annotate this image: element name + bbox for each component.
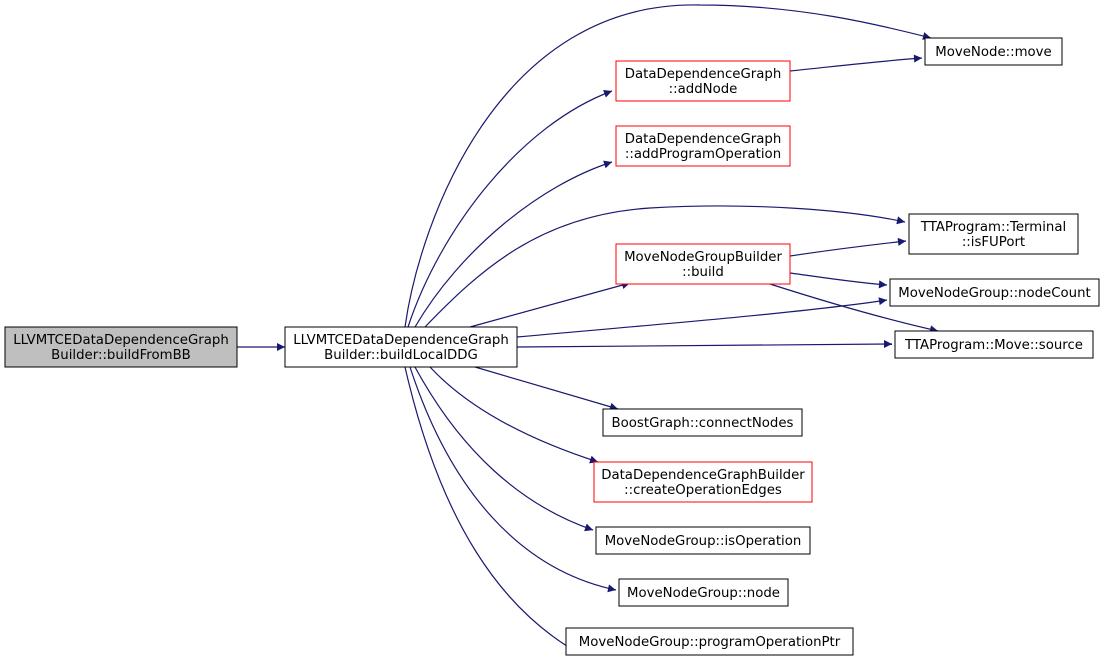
node-fromBB[interactable]: LLVMTCEDataDependenceGraphBuilder::build… — [4, 326, 238, 368]
node-box — [602, 408, 803, 437]
edge-localDDG-isOperation — [414, 366, 594, 532]
node-localDDG[interactable]: LLVMTCEDataDependenceGraphBuilder::build… — [284, 326, 518, 368]
node-addNode[interactable]: DataDependenceGraph::addNode — [615, 60, 791, 102]
node-box — [615, 243, 791, 285]
node-isOperation[interactable]: MoveNodeGroup::isOperation — [595, 526, 811, 555]
node-label: ::addProgramOperation — [625, 147, 781, 162]
edges — [237, 4, 939, 656]
node-label: DataDependenceGraph — [625, 67, 782, 82]
node-source[interactable]: TTAProgram::Move::source — [894, 330, 1094, 359]
node-createOpEdges[interactable]: DataDependenceGraphBuilder::createOperat… — [593, 461, 813, 503]
node-box — [618, 578, 789, 607]
edge-addNode-move — [789, 54, 923, 72]
nodes: LLVMTCEDataDependenceGraphBuilder::build… — [4, 37, 1100, 656]
node-box — [284, 326, 518, 368]
node-box — [565, 627, 854, 656]
edge-localDDG-isFUPort — [424, 205, 906, 328]
node-label: LLVMTCEDataDependenceGraph — [13, 333, 229, 348]
node-mngNode[interactable]: MoveNodeGroup::node — [618, 578, 789, 607]
node-box — [924, 37, 1063, 66]
node-label: BoostGraph::connectNodes — [612, 416, 794, 431]
edge-mngbBuild-nodeCount — [789, 272, 888, 289]
node-label: MoveNodeGroup::node — [627, 586, 780, 601]
node-box — [615, 60, 791, 102]
node-label: Builder::buildFromBB — [51, 348, 191, 363]
node-label: ::createOperationEdges — [624, 483, 782, 498]
edge-localDDG-createOpEdges — [429, 366, 599, 464]
node-box — [595, 526, 811, 555]
node-box — [593, 461, 813, 503]
edge-localDDG-connectNodes — [474, 366, 619, 411]
edge-localDDG-mngbBuild — [469, 281, 631, 328]
edge-localDDG-nodeCount — [516, 297, 888, 338]
node-addProgOp[interactable]: DataDependenceGraph::addProgramOperation — [615, 125, 791, 167]
edge-localDDG-addProgOp — [414, 160, 613, 328]
node-label: MoveNodeGroup::programOperationPtr — [579, 635, 841, 650]
node-label: Builder::buildLocalDDG — [324, 348, 478, 363]
node-progOpPtr[interactable]: MoveNodeGroup::programOperationPtr — [565, 627, 854, 656]
node-move[interactable]: MoveNode::move — [924, 37, 1063, 66]
node-box — [889, 278, 1100, 307]
node-label: TTAProgram::Terminal — [920, 220, 1066, 235]
node-box — [4, 326, 238, 368]
edge-localDDG-move — [404, 4, 932, 328]
node-label: TTAProgram::Move::source — [904, 338, 1083, 353]
node-label: MoveNodeGroup::nodeCount — [898, 286, 1090, 301]
node-mngbBuild[interactable]: MoveNodeGroupBuilder::build — [615, 243, 791, 285]
node-label: MoveNodeGroup::isOperation — [605, 534, 802, 549]
node-label: ::build — [682, 265, 724, 280]
node-label: ::isFUPort — [962, 235, 1025, 250]
node-label: DataDependenceGraph — [625, 132, 782, 147]
edge-mngbBuild-isFUPort — [789, 237, 907, 257]
edge-mngbBuild-source — [769, 283, 939, 334]
node-label: MoveNodeGroupBuilder — [624, 250, 782, 265]
node-connectNodes[interactable]: BoostGraph::connectNodes — [602, 408, 803, 437]
edge-localDDG-progOpPtr — [404, 366, 583, 656]
node-label: DataDependenceGraphBuilder — [601, 468, 805, 483]
node-box — [908, 213, 1079, 255]
node-label: MoveNode::move — [935, 45, 1051, 60]
edge-localDDG-addNode — [407, 90, 613, 328]
node-label: ::addNode — [669, 82, 738, 97]
node-isFUPort[interactable]: TTAProgram::Terminal::isFUPort — [908, 213, 1079, 255]
edge-localDDG-mngNode — [409, 366, 617, 593]
node-box — [615, 125, 791, 167]
node-label: LLVMTCEDataDependenceGraph — [293, 333, 509, 348]
node-box — [894, 330, 1094, 359]
edge-localDDG-source — [516, 340, 893, 349]
node-nodeCount[interactable]: MoveNodeGroup::nodeCount — [889, 278, 1100, 307]
